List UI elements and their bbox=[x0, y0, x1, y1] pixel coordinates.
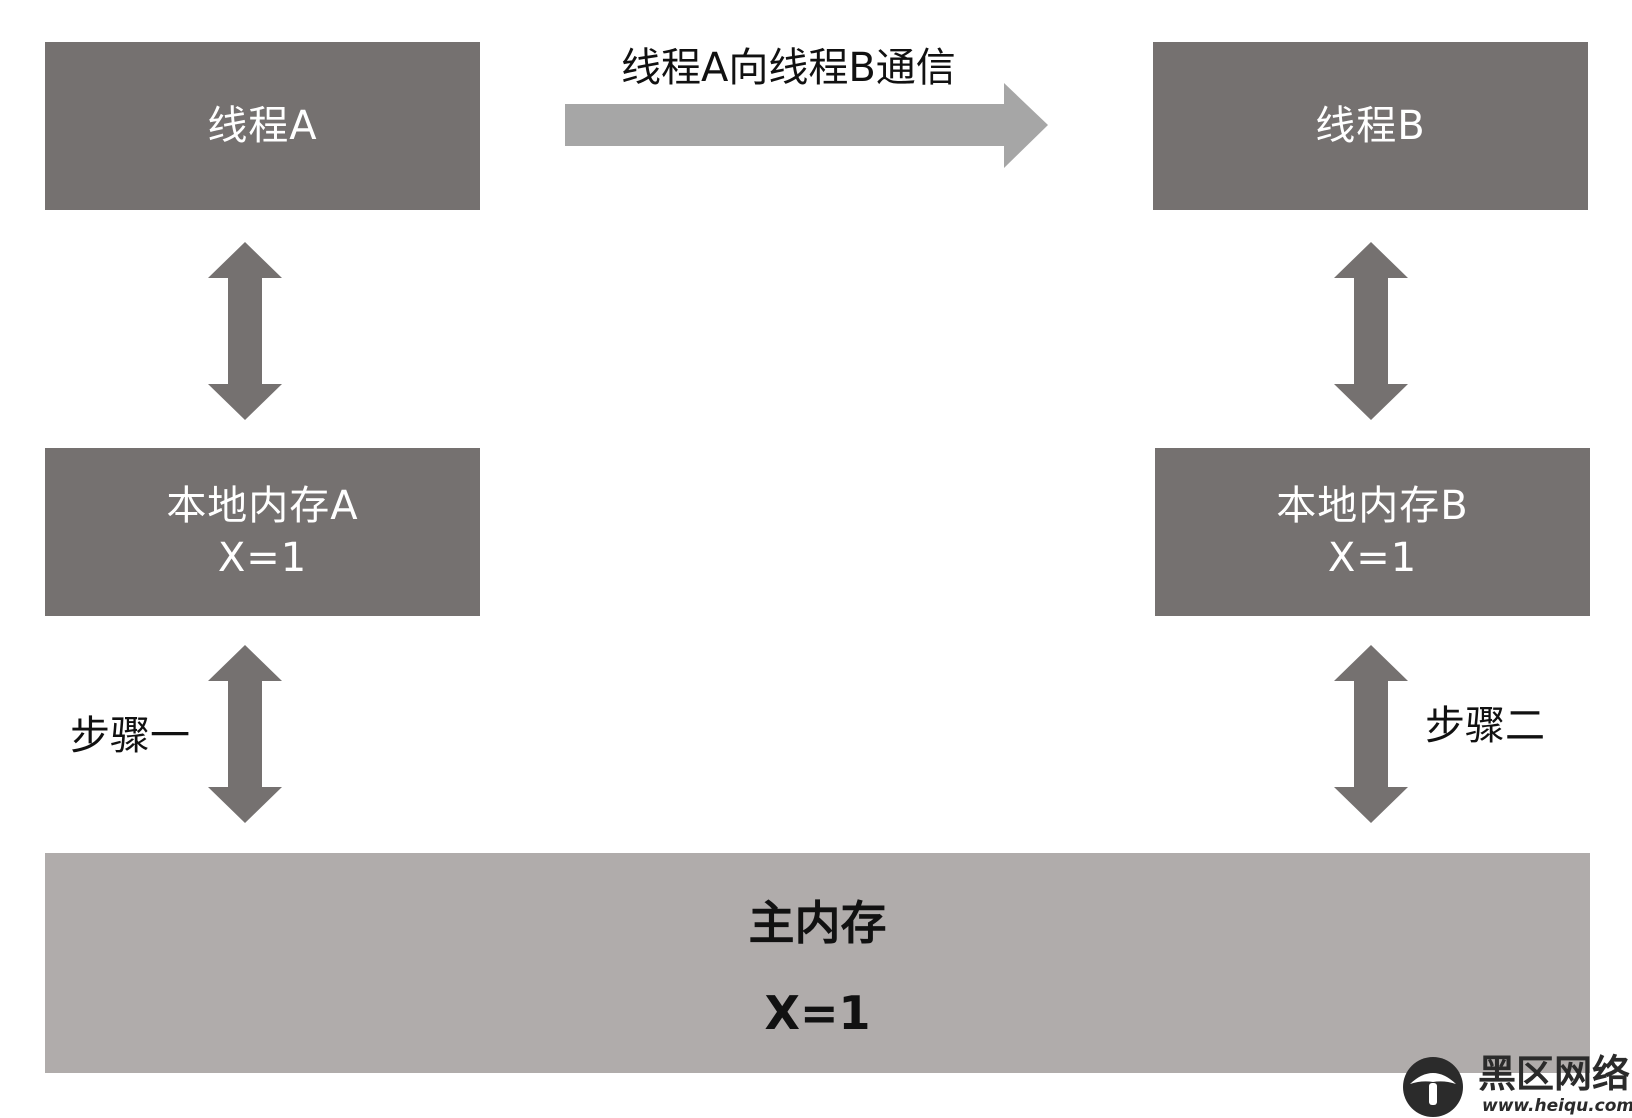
step-two-label: 步骤二 bbox=[1425, 703, 1545, 749]
mushroom-logo-icon bbox=[1403, 1057, 1463, 1117]
thread-b-box: 线程B bbox=[1153, 42, 1588, 210]
local-memory-a-box: 本地内存A X=1 bbox=[45, 448, 480, 616]
thread-a-box: 线程A bbox=[45, 42, 480, 210]
thread-b-label: 线程B bbox=[1315, 103, 1426, 149]
main-memory-title: 主内存 bbox=[748, 896, 887, 950]
local-memory-a-value: X=1 bbox=[217, 535, 308, 581]
local-memory-b-box: 本地内存B X=1 bbox=[1155, 448, 1590, 616]
communication-arrow bbox=[565, 83, 1048, 168]
local-memory-b-title: 本地内存B bbox=[1276, 483, 1469, 529]
local-memory-a-title: 本地内存A bbox=[166, 483, 359, 529]
arrow-step-two bbox=[1334, 645, 1408, 823]
arrow-step-one bbox=[208, 645, 282, 823]
watermark-name: 黑区网络 bbox=[1478, 1052, 1631, 1096]
main-memory-box: 主内存 X=1 bbox=[45, 853, 1590, 1073]
arrow-thread-b-local-b bbox=[1334, 242, 1408, 420]
watermark: 黑区网络 www.heiqu.com bbox=[1400, 1052, 1632, 1118]
main-memory-value: X=1 bbox=[764, 986, 871, 1040]
thread-a-label: 线程A bbox=[207, 103, 318, 149]
step-one-label: 步骤一 bbox=[70, 713, 190, 759]
communication-label: 线程A向线程B通信 bbox=[621, 45, 956, 91]
arrow-thread-a-local-a bbox=[208, 242, 282, 420]
local-memory-b-value: X=1 bbox=[1327, 535, 1418, 581]
watermark-url: www.heiqu.com bbox=[1482, 1096, 1632, 1116]
